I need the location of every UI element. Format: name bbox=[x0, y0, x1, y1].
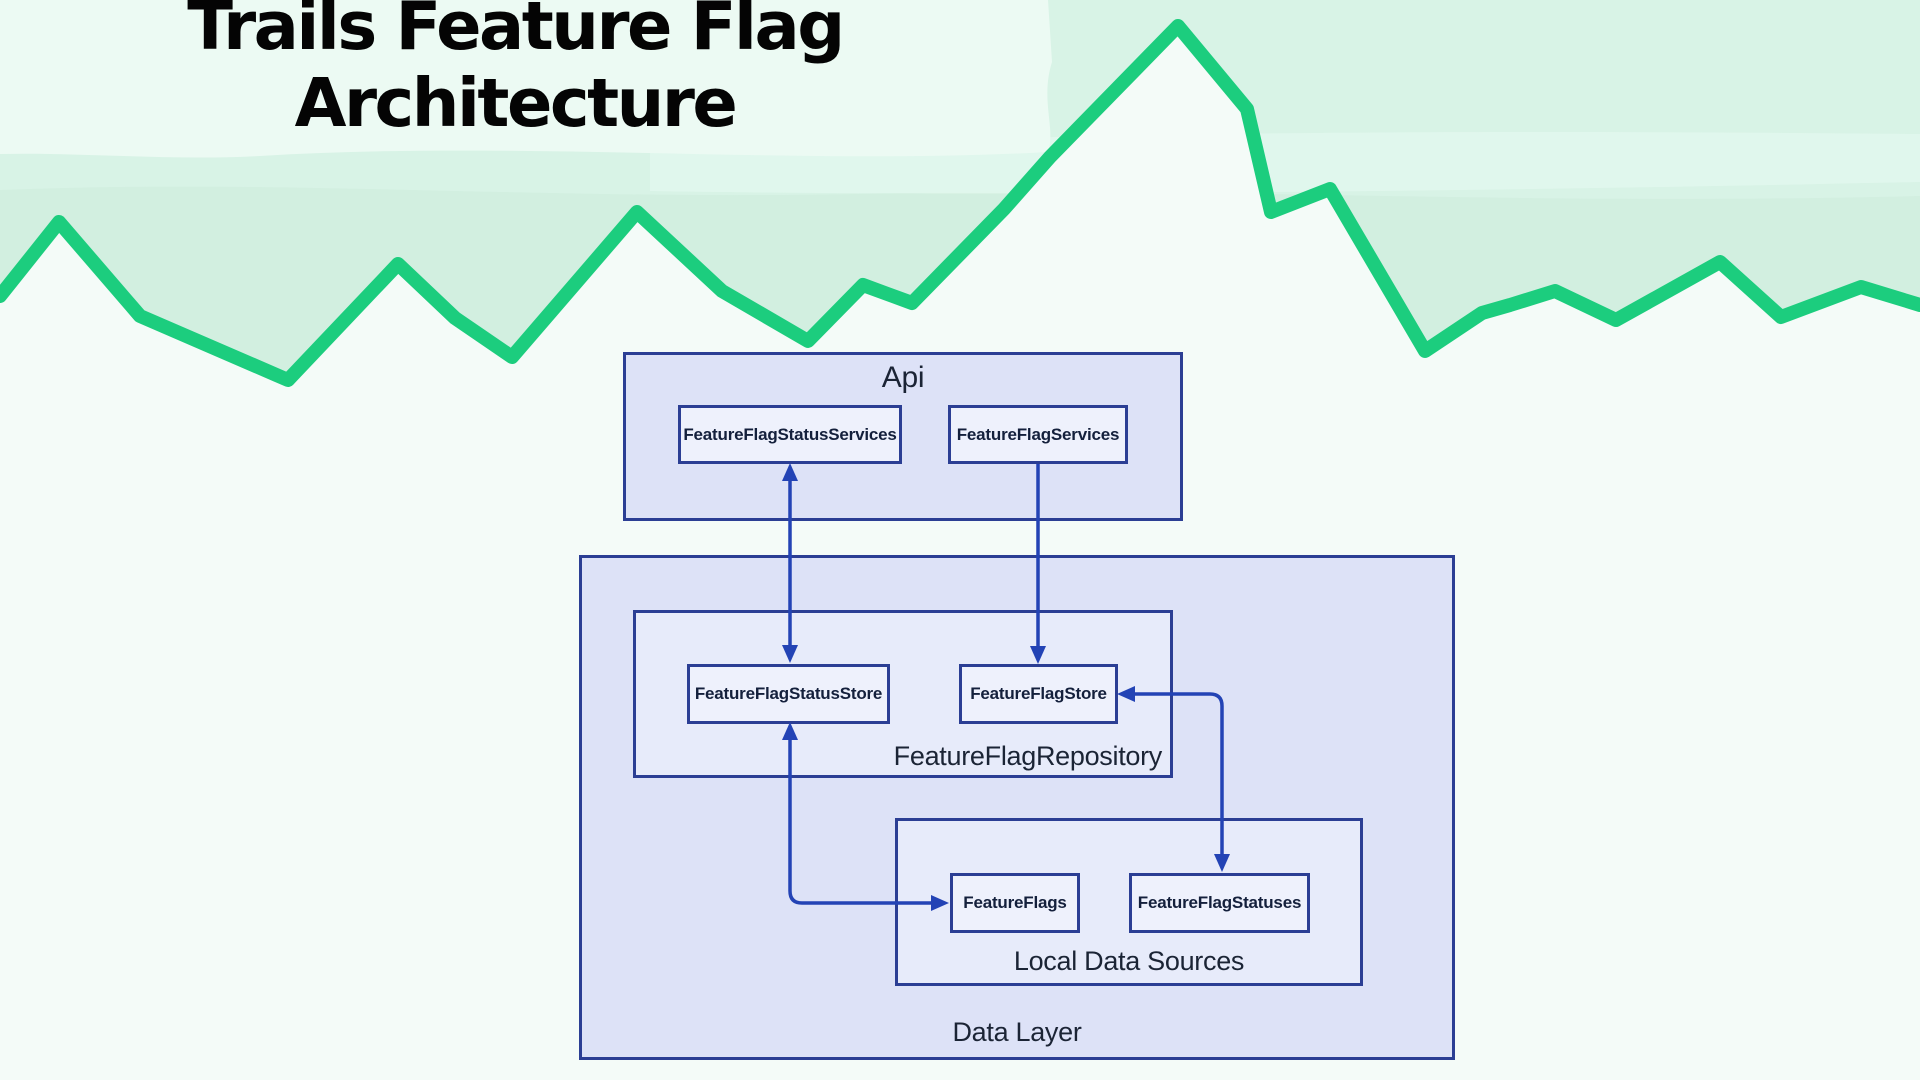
node-featureflagstore: FeatureFlagStore bbox=[959, 664, 1118, 724]
node-label: FeatureFlagStatusServices bbox=[683, 424, 897, 444]
node-label: FeatureFlagStatusStore bbox=[694, 684, 883, 703]
api-container: Api FeatureFlagStatusServices FeatureFla… bbox=[623, 352, 1183, 521]
node-featureflagstatuses: FeatureFlagStatuses bbox=[1129, 873, 1310, 933]
node-label: FeatureFlagServices bbox=[956, 424, 1120, 444]
node-label: FeatureFlagStatuses bbox=[1137, 893, 1302, 912]
node-featureflagstatusservices: FeatureFlagStatusServices bbox=[678, 405, 902, 464]
featureflagrepository-label: FeatureFlagRepository bbox=[893, 741, 1163, 771]
node-featureflagstatusstore: FeatureFlagStatusStore bbox=[687, 664, 890, 724]
api-container-label: Api bbox=[881, 361, 925, 394]
local-data-sources-label: Local Data Sources bbox=[1013, 946, 1245, 976]
page-title-line1: Trails Feature Flag bbox=[187, 0, 845, 65]
page-title: Trails Feature Flag Architecture bbox=[115, 0, 915, 142]
page-title-line2: Architecture bbox=[294, 64, 738, 142]
featureflagrepository-container: FeatureFlagRepository FeatureFlagStatusS… bbox=[633, 610, 1173, 778]
node-label: FeatureFlags bbox=[963, 893, 1067, 912]
data-layer-container: Data Layer FeatureFlagRepository Feature… bbox=[579, 555, 1455, 1060]
node-label: FeatureFlagStore bbox=[970, 684, 1107, 703]
data-layer-label: Data Layer bbox=[952, 1017, 1082, 1047]
local-data-sources-container: Local Data Sources FeatureFlags FeatureF… bbox=[895, 818, 1363, 986]
node-featureflags: FeatureFlags bbox=[950, 873, 1080, 933]
node-featureflagservices: FeatureFlagServices bbox=[948, 405, 1128, 464]
